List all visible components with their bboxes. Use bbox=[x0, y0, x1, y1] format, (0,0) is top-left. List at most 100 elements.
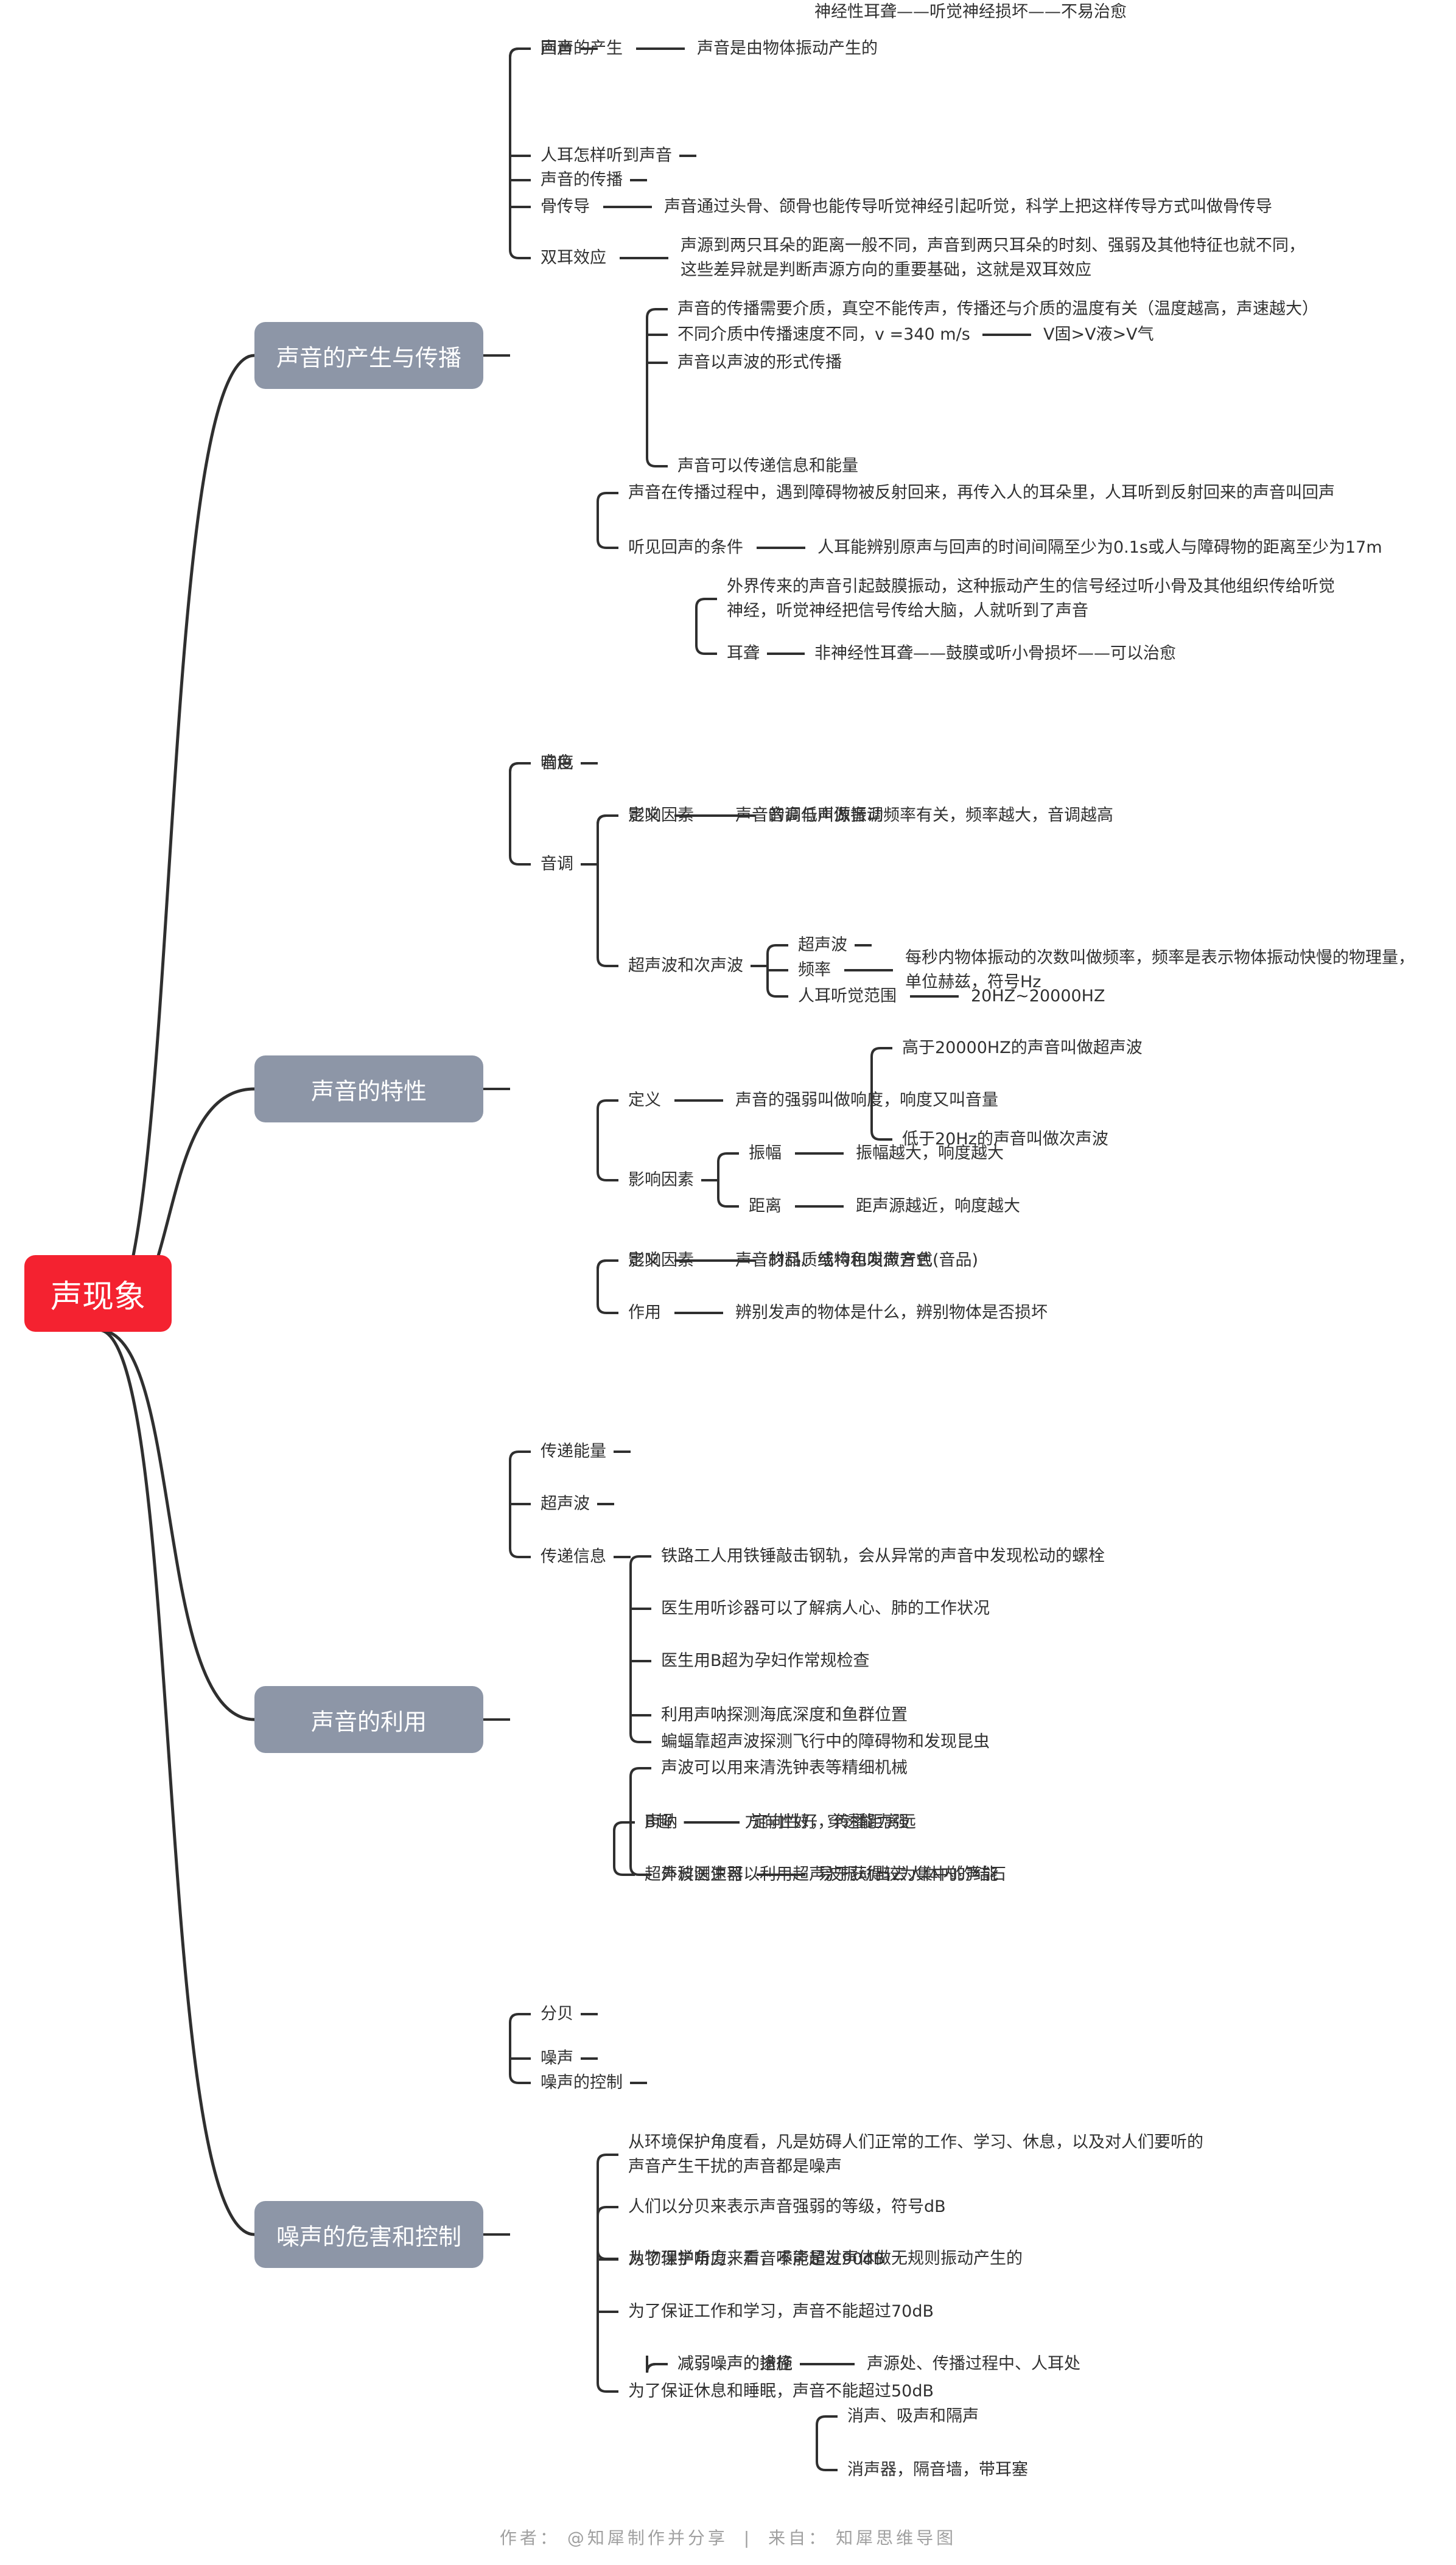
node-text-line: 易于获得较为集中的声能 bbox=[817, 1865, 998, 1884]
mind-map-node[interactable]: 低于20Hz的声音叫做次声波 bbox=[902, 1127, 1108, 1152]
mind-map-node[interactable]: 为了保证工作和学习，声音不能超过70dB bbox=[628, 2300, 934, 2324]
mind-map-node[interactable]: 消声、吸声和隔声 bbox=[847, 2404, 979, 2429]
mind-map-node[interactable]: 超声波 bbox=[541, 1492, 590, 1516]
mind-map-node[interactable]: 高于20000HZ的声音叫做超声波 bbox=[902, 1036, 1143, 1060]
mind-map-node[interactable]: 神经性耳聋——听觉神经损坏——不易治愈 bbox=[814, 0, 1127, 24]
mind-map-node[interactable]: 声源到两只耳朵的距离一般不同，声音到两只耳朵的时刻、强弱及其他特征也就不同，这些… bbox=[681, 234, 1305, 282]
connector-line bbox=[646, 2363, 668, 2373]
footer: 作者：@知犀制作并分享 | 来自：知犀思维导图 bbox=[0, 2525, 1456, 2549]
mind-map-node[interactable]: 人耳听觉范围 bbox=[798, 984, 897, 1009]
node-text-line: 医生用听诊器可以了解病人心、肺的工作状况 bbox=[661, 1599, 990, 1618]
root-node[interactable]: 声现象 bbox=[24, 1255, 172, 1332]
mind-map-node[interactable]: 每秒内物体振动的次数叫做频率，频率是表示物体振动快慢的物理量，单位赫兹，符号Hz bbox=[905, 946, 1415, 995]
mind-map-node[interactable]: 辨别发声的物体是什么，辨别物体是否损坏 bbox=[735, 1301, 1048, 1325]
mind-map-node[interactable]: 双耳效应 bbox=[541, 246, 606, 270]
mind-map-node[interactable]: 从物理学角度来看，噪声是发声体做无规则振动产生的 bbox=[628, 2247, 1023, 2271]
node-text-line: 每秒内物体振动的次数叫做频率，频率是表示物体振动快慢的物理量， bbox=[905, 948, 1415, 967]
mind-map-node[interactable]: 声音通过头骨、颌骨也能传导听觉神经引起听觉，科学上把这样传导方式叫做骨传导 bbox=[664, 195, 1272, 219]
node-text-line: 低于20Hz的声音叫做次声波 bbox=[902, 1130, 1108, 1149]
mind-map-node[interactable]: 分贝 bbox=[541, 2002, 573, 2026]
mind-map-node[interactable]: 易于获得较为集中的声能 bbox=[817, 1863, 998, 1887]
mind-map-node[interactable]: 噪声 bbox=[541, 2046, 573, 2071]
mind-map-node[interactable]: 声波可以用来清洗钟表等精细机械 bbox=[661, 1756, 908, 1780]
mind-map-node[interactable]: 影响因素 bbox=[628, 1248, 694, 1273]
mind-map-node[interactable]: 超声波和次声波 bbox=[628, 954, 743, 978]
mind-map-node[interactable]: 定义 bbox=[628, 1088, 661, 1113]
mind-map-node[interactable]: 声音可以传递信息和能量 bbox=[677, 454, 858, 478]
mind-map-node[interactable]: 定义 bbox=[628, 1248, 661, 1273]
node-text-line: 声呐 bbox=[645, 1813, 677, 1832]
mind-map-node[interactable]: 医生用B超为孕妇作常规检查 bbox=[661, 1649, 870, 1673]
mind-map-node[interactable]: 声音的强弱叫做响度，响度又叫音量 bbox=[735, 1088, 998, 1113]
mind-map-node[interactable]: 作用 bbox=[628, 1301, 661, 1325]
mind-map-node[interactable]: 噪声的控制 bbox=[541, 2071, 623, 2095]
mind-map-node[interactable]: 音调 bbox=[541, 852, 573, 877]
mind-map-node[interactable]: 外界传来的声音引起鼓膜振动，这种振动产生的信号经过听小骨及其他组织传给听觉神经，… bbox=[727, 575, 1335, 623]
mind-map-node[interactable]: 人们以分贝来表示声音强弱的等级，符号dB bbox=[628, 2195, 946, 2219]
mind-map-node[interactable]: 为了保护听力，声音不能超过90dB bbox=[628, 2247, 884, 2272]
mind-map-node[interactable]: 声音在传播过程中，遇到障碍物被反射回来，再传入人的耳朵里，人耳听到反射回来的声音… bbox=[628, 481, 1335, 505]
mind-map-node[interactable]: 听见回声的条件 bbox=[628, 536, 743, 560]
mind-map-node[interactable]: 声源处、传播过程中、人耳处 bbox=[867, 2352, 1080, 2376]
mind-map-node[interactable]: 人耳怎样听到声音 bbox=[541, 144, 672, 168]
mind-map-node[interactable]: 声音以声波的形式传播 bbox=[677, 351, 842, 375]
mind-map-node[interactable]: 距离 bbox=[749, 1194, 782, 1219]
mind-map-node[interactable]: 频率 bbox=[798, 958, 831, 982]
mind-map-node[interactable]: 回声 bbox=[541, 37, 573, 61]
mind-map-node[interactable]: 从环境保护角度看，凡是妨碍人们正常的工作、学习、休息，以及对人们要听的声音产生干… bbox=[628, 2130, 1203, 2179]
mind-map-node[interactable]: 振幅越大，响度越大 bbox=[856, 1141, 1004, 1166]
node-text-line: 超声波 bbox=[798, 936, 847, 954]
mind-map-node[interactable]: 距声源越近，响度越大 bbox=[856, 1194, 1020, 1219]
connector-line bbox=[597, 2206, 618, 2216]
mind-map-node[interactable]: 耳聋 bbox=[727, 642, 760, 666]
mind-map-node[interactable]: 响度 bbox=[541, 751, 573, 775]
branch-node[interactable]: 声音的特性 bbox=[254, 1055, 483, 1122]
mind-map-node[interactable]: 振幅 bbox=[749, 1141, 782, 1166]
mind-map-node[interactable]: 材料、结构和发声方式 bbox=[768, 1248, 933, 1273]
mind-map-node[interactable]: 影响因素 bbox=[628, 1168, 694, 1192]
node-text-line: 从环境保护角度看，凡是妨碍人们正常的工作、学习、休息，以及对人们要听的 bbox=[628, 2133, 1203, 2152]
mind-map-node[interactable]: 声音是由物体振动产生的 bbox=[697, 37, 878, 61]
mind-map-node[interactable]: 外科医生可以利用超声波振动出去人体内的结石 bbox=[661, 1863, 1006, 1887]
node-text-line: 听见回声的条件 bbox=[628, 538, 743, 557]
mind-map-node[interactable]: 骨传导 bbox=[541, 195, 590, 219]
mind-map-node[interactable]: 超声波测速器 bbox=[645, 1863, 743, 1887]
branch-node[interactable]: 噪声的危害和控制 bbox=[254, 2201, 483, 2268]
mind-map-node[interactable]: 声音的传播 bbox=[541, 168, 623, 192]
mind-map-node[interactable]: 消声器，隔音墙，带耳塞 bbox=[847, 2458, 1028, 2482]
mind-map-node[interactable]: 声音的产生 bbox=[541, 37, 623, 61]
mind-map-node[interactable]: 减弱噪声的途径 bbox=[677, 2352, 793, 2376]
mind-map-node[interactable]: 定义 bbox=[628, 803, 661, 828]
mind-map-node[interactable]: 20HZ~20000HZ bbox=[971, 984, 1105, 1009]
mind-map-node[interactable]: 减弱噪声的措施 bbox=[677, 2352, 793, 2376]
mind-map-node[interactable]: B超 bbox=[645, 1810, 673, 1835]
mind-map-node[interactable]: 定向性好，传播距离远 bbox=[752, 1810, 916, 1835]
connector-line bbox=[766, 944, 788, 954]
node-text-line: 消声器，隔音墙，带耳塞 bbox=[847, 2460, 1028, 2479]
mind-map-node[interactable]: 为了保证休息和睡眠，声音不能超过50dB bbox=[628, 2379, 934, 2404]
mind-map-node[interactable]: 声音的传播需要介质，真空不能传声，传播还与介质的温度有关（温度越高，声速越大） bbox=[677, 297, 1318, 321]
mind-map-node[interactable]: 铁路工人用铁锤敲击钢轨，会从异常的声音中发现松动的螺栓 bbox=[661, 1544, 1105, 1569]
mind-map-node[interactable]: 不同介质中传播速度不同，v =340 m/s bbox=[677, 323, 970, 347]
mind-map-node[interactable]: 音调与声源振动频率有关，频率越大，音调越高 bbox=[768, 803, 1113, 828]
mind-map-node[interactable]: 利用声呐探测海底深度和鱼群位置 bbox=[661, 1703, 908, 1727]
mind-map-node[interactable]: 音色 bbox=[541, 751, 573, 775]
mind-map-node[interactable]: 蝙蝠靠超声波探测飞行中的障碍物和发现昆虫 bbox=[661, 1730, 990, 1754]
mind-map-node[interactable]: 方向性好，穿透能力强 bbox=[745, 1810, 909, 1835]
mind-map-node[interactable]: 人耳能辨别原声与回声的时间间隔至少为0.1s或人与障碍物的距离至少为17m bbox=[817, 536, 1382, 560]
mind-map-node[interactable]: 超声波 bbox=[798, 933, 847, 957]
mind-map-node[interactable]: V固>V液>V气 bbox=[1043, 323, 1154, 347]
branch-node[interactable]: 声音的产生与传播 bbox=[254, 322, 483, 389]
mind-map-node[interactable]: 影响因素 bbox=[628, 803, 694, 828]
mind-map-node[interactable]: 声呐 bbox=[645, 1810, 677, 1835]
connector-line bbox=[597, 492, 618, 502]
node-text-line: 定向性好，传播距离远 bbox=[752, 1813, 916, 1832]
mind-map-node[interactable]: 声音的品质或特色叫做音色(音品) bbox=[735, 1248, 978, 1273]
mind-map-node[interactable]: 传递信息 bbox=[541, 1545, 606, 1569]
branch-node[interactable]: 声音的利用 bbox=[254, 1686, 483, 1753]
mind-map-node[interactable]: 传递能量 bbox=[541, 1440, 606, 1464]
mind-map-node[interactable]: 医生用听诊器可以了解病人心、肺的工作状况 bbox=[661, 1597, 990, 1621]
mind-map-node[interactable]: 声音的高低叫做音调 bbox=[735, 803, 883, 828]
mind-map-node[interactable]: 非神经性耳聋——鼓膜或听小骨损坏——可以治愈 bbox=[814, 642, 1176, 666]
